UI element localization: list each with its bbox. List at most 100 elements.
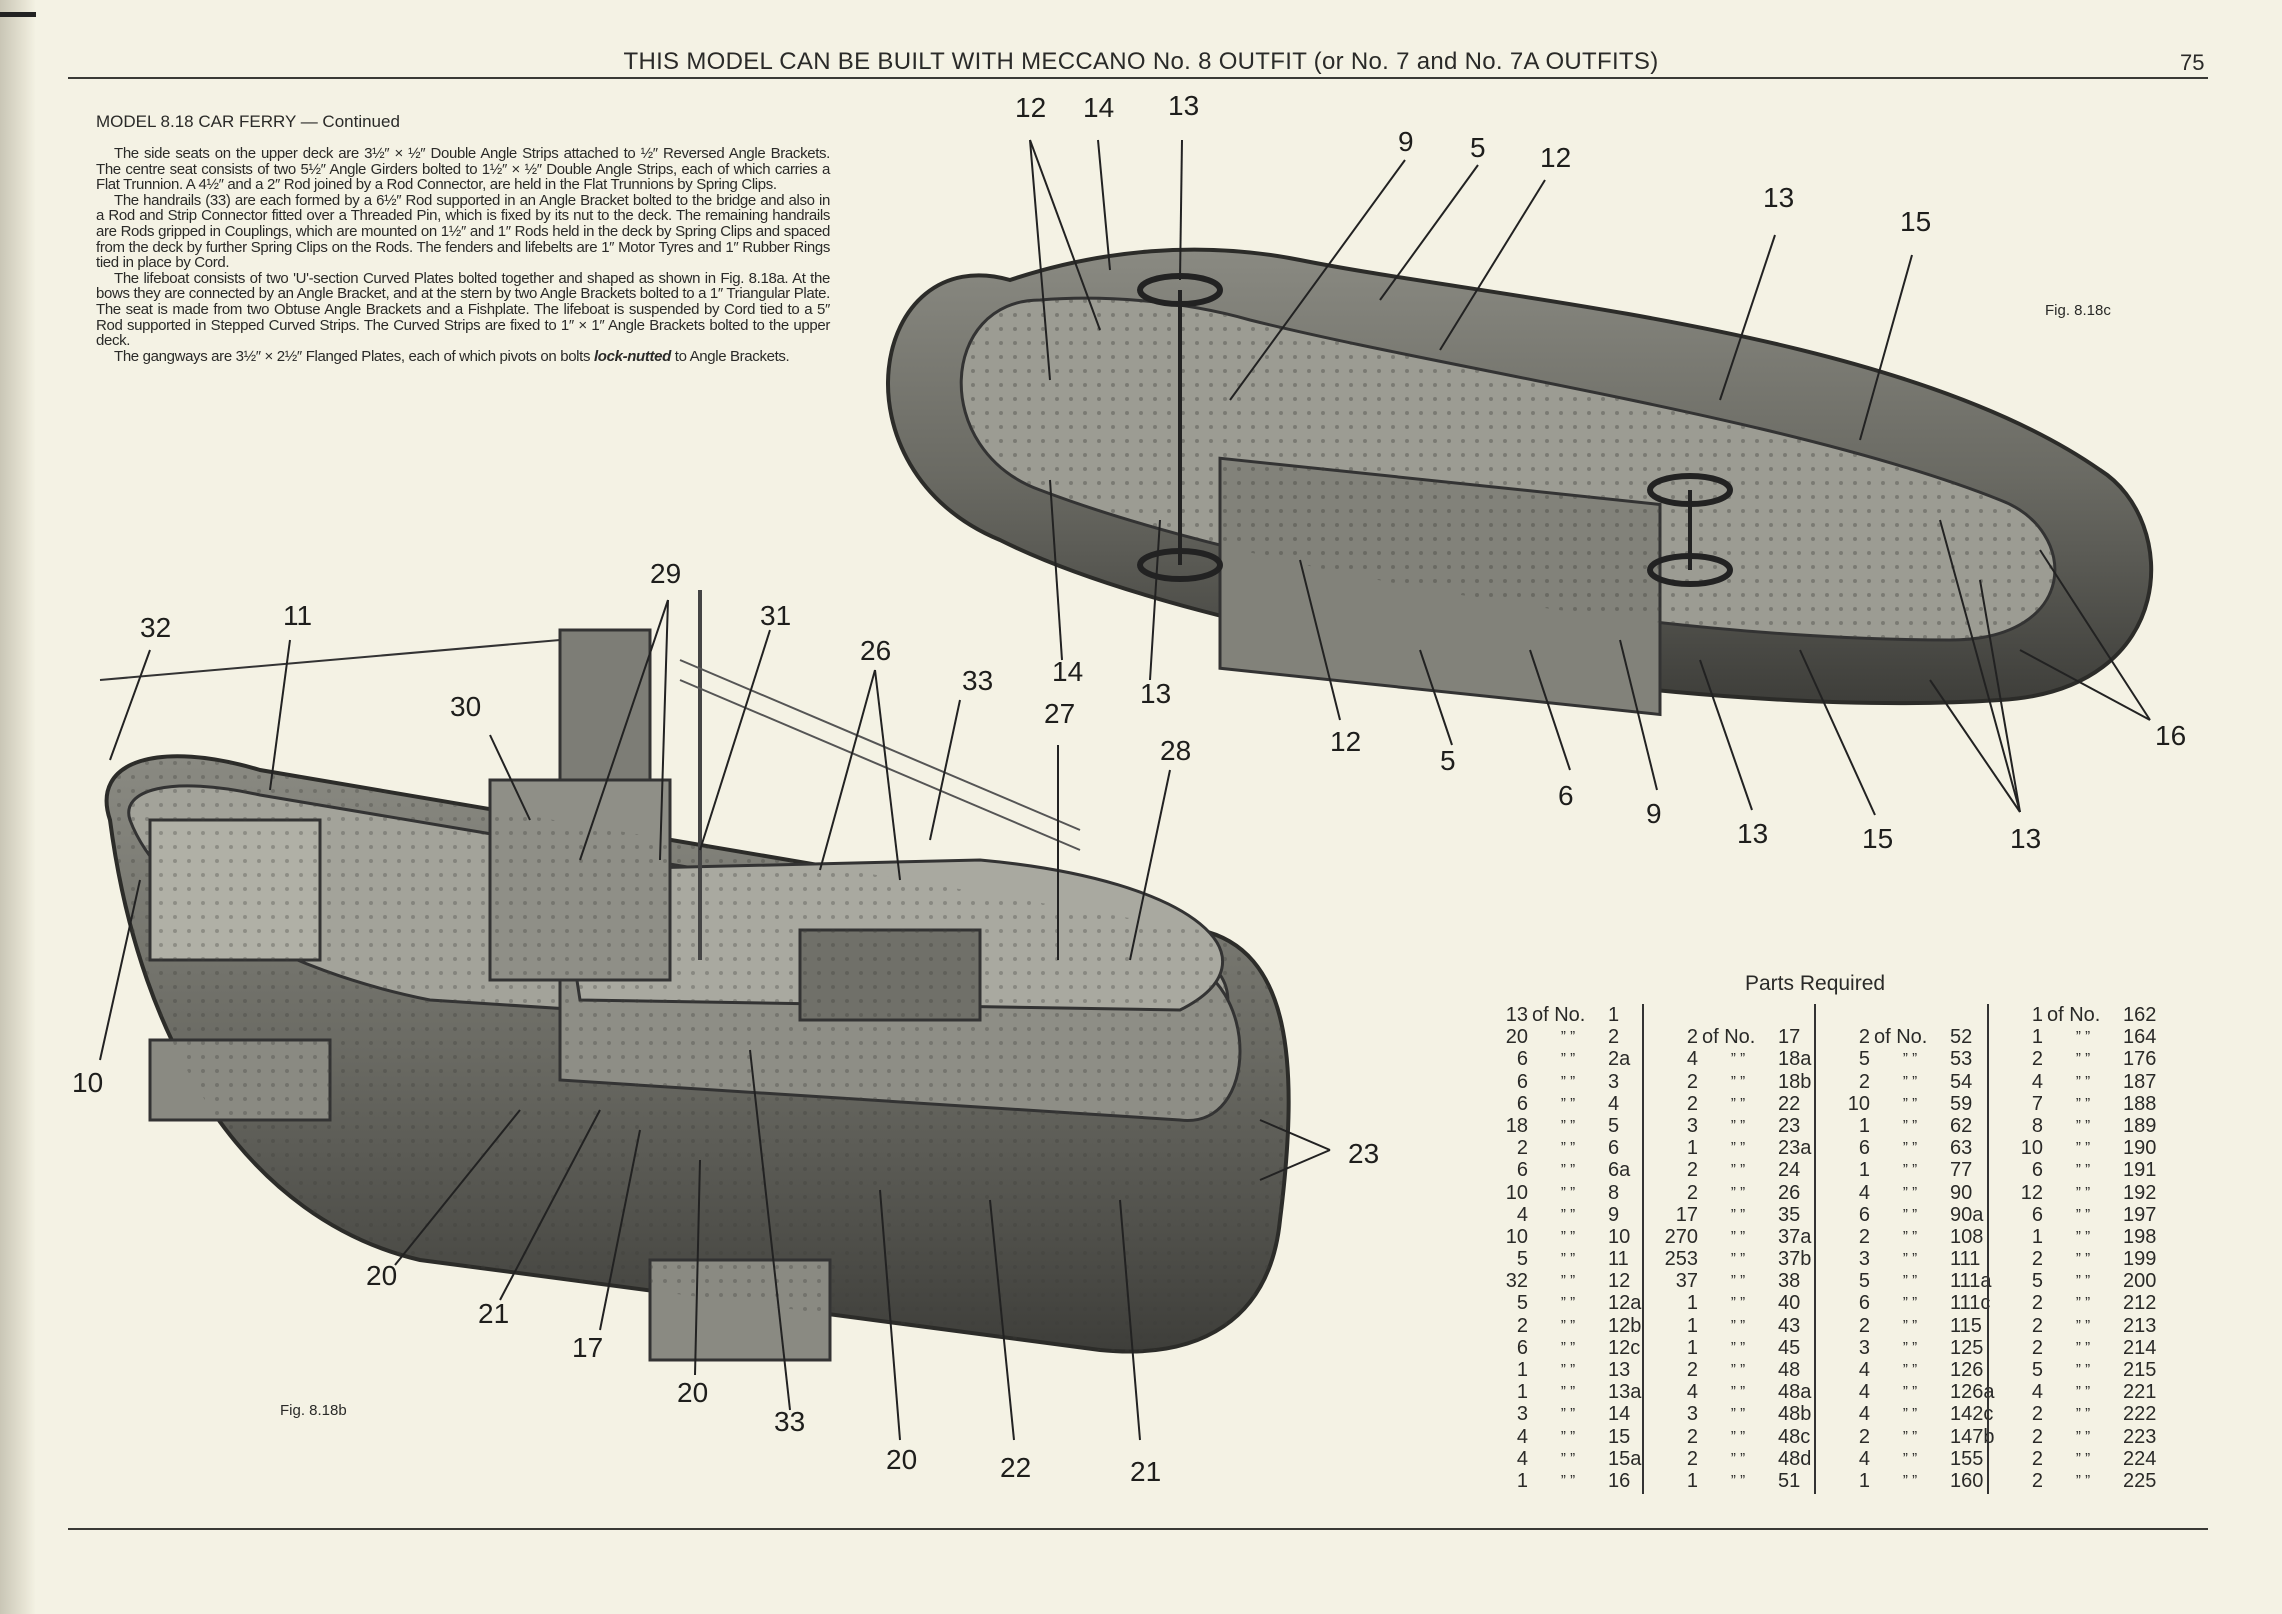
column-divider [1642, 1004, 1644, 1494]
part-quantity: 2 [1858, 1425, 1870, 1448]
part-number: 38 [1778, 1270, 1801, 1293]
part-separator: ” ” [2075, 1361, 2091, 1378]
page-edge-mark [0, 12, 36, 17]
part-quantity: 4 [1516, 1447, 1528, 1470]
parts-row: 4” ”126 [1822, 1359, 2000, 1381]
parts-row: 2” ”199 [1995, 1248, 2173, 1270]
part-quantity: 5 [2031, 1359, 2043, 1381]
part-quantity: 1 [1686, 1469, 1698, 1492]
part-separator: ” ” [1730, 1338, 1746, 1356]
part-quantity: 10 [2020, 1137, 2043, 1160]
part-separator: ” ” [1560, 1161, 1576, 1179]
part-separator: ” ” [2075, 1449, 2091, 1467]
parts-row: 2” ”213 [1995, 1315, 2173, 1337]
part-number: 221 [2123, 1381, 2157, 1404]
callout-label: 20 [366, 1260, 398, 1291]
part-number: 90a [1950, 1203, 1984, 1226]
callout-label: 13 [1737, 818, 1769, 849]
part-quantity: 1 [1516, 1469, 1528, 1492]
part-separator: of No. [1702, 1026, 1756, 1049]
parts-row: 3” ”125 [1822, 1337, 2000, 1359]
part-number: 16 [1608, 1469, 1631, 1492]
callout-label: 28 [1160, 735, 1192, 766]
parts-row: 2” ”48d [1650, 1448, 1828, 1470]
callout-label: 20 [677, 1377, 709, 1408]
parts-row: 2” ”18b [1650, 1071, 1828, 1093]
parts-row: 10” ”59 [1822, 1093, 2000, 1115]
part-separator: ” ” [1902, 1161, 1918, 1179]
parts-row: 2” ”176 [1995, 1048, 2173, 1070]
part-quantity: 6 [2031, 1203, 2043, 1226]
part-quantity: 6 [1858, 1203, 1870, 1226]
figure-bottom-ship [99, 590, 1291, 1362]
part-number: 12a [1608, 1292, 1642, 1315]
part-number: 198 [2123, 1225, 2157, 1248]
part-number: 142c [1950, 1403, 1994, 1426]
part-number: 213 [2123, 1314, 2157, 1337]
part-number: 48c [1778, 1425, 1811, 1448]
part-quantity: 2 [1686, 1447, 1698, 1470]
parts-required-title: Parts Required [1745, 972, 1886, 995]
part-number: 190 [2123, 1137, 2157, 1160]
parts-row: 32” ”12 [1480, 1270, 1658, 1292]
part-quantity: 2 [1686, 1026, 1698, 1049]
parts-row: 5” ”200 [1995, 1270, 2173, 1292]
parts-row: 2” ”214 [1995, 1337, 2173, 1359]
part-separator: ” ” [2075, 1427, 2091, 1445]
part-number: 176 [2123, 1048, 2157, 1071]
parts-row: 2” ”223 [1995, 1426, 2173, 1448]
part-separator: ” ” [1730, 1272, 1746, 1290]
part-separator: ” ” [2075, 1050, 2091, 1068]
callout-label: 6 [1558, 780, 1574, 811]
parts-row: 2” ”212 [1995, 1292, 2173, 1314]
part-separator: ” ” [2075, 1294, 2091, 1312]
part-separator: ” ” [2075, 1383, 2091, 1401]
part-quantity: 13 [1505, 1004, 1528, 1026]
part-number: 126a [1950, 1381, 1995, 1404]
part-separator: ” ” [1902, 1316, 1918, 1334]
parts-row: 2” ”48 [1650, 1359, 1828, 1381]
part-separator: ” ” [1560, 1116, 1576, 1134]
part-number: 48 [1778, 1359, 1801, 1381]
part-number: 155 [1950, 1447, 1984, 1470]
part-number: 111 [1950, 1248, 1981, 1271]
part-quantity: 1 [2031, 1004, 2043, 1026]
part-number: 37a [1778, 1225, 1812, 1248]
part-separator: ” ” [2075, 1161, 2091, 1179]
part-separator: ” ” [1560, 1250, 1576, 1268]
parts-row: 6” ”2a [1480, 1048, 1658, 1070]
part-quantity: 1 [1686, 1292, 1698, 1315]
part-number: 37b [1778, 1248, 1812, 1271]
part-quantity: 2 [2031, 1248, 2043, 1271]
part-separator: ” ” [1560, 1272, 1576, 1290]
parts-row: 6” ”4 [1480, 1093, 1658, 1115]
parts-row: 1” ”16 [1480, 1470, 1658, 1492]
part-number: 6a [1608, 1159, 1631, 1182]
part-quantity: 4 [1858, 1359, 1870, 1381]
part-quantity: 12 [2020, 1181, 2043, 1204]
part-separator: ” ” [2075, 1272, 2091, 1290]
part-separator: ” ” [1902, 1094, 1918, 1112]
part-separator: ” ” [1730, 1161, 1746, 1179]
part-number: 192 [2123, 1181, 2157, 1204]
part-separator: ” ” [1560, 1294, 1576, 1312]
part-number: 191 [2123, 1159, 2157, 1182]
part-separator: ” ” [1730, 1227, 1746, 1245]
part-quantity: 6 [1858, 1137, 1870, 1160]
callout-label: 27 [1044, 698, 1076, 729]
part-number: 59 [1950, 1092, 1973, 1115]
part-number: 160 [1950, 1469, 1984, 1492]
parts-row: 253” ”37b [1650, 1248, 1828, 1270]
parts-row: 1” ”160 [1822, 1470, 2000, 1492]
parts-row: 2” ”26 [1650, 1182, 1828, 1204]
part-number: 18b [1778, 1070, 1812, 1093]
callout-label: 14 [1083, 92, 1115, 123]
part-separator: ” ” [1902, 1072, 1918, 1090]
part-separator: ” ” [2075, 1250, 2091, 1268]
page-header: THIS MODEL CAN BE BUILT WITH MECCANO No.… [623, 48, 1659, 75]
part-number: 189 [2123, 1114, 2157, 1137]
part-quantity: 6 [2031, 1159, 2043, 1182]
part-quantity: 4 [2031, 1070, 2043, 1093]
